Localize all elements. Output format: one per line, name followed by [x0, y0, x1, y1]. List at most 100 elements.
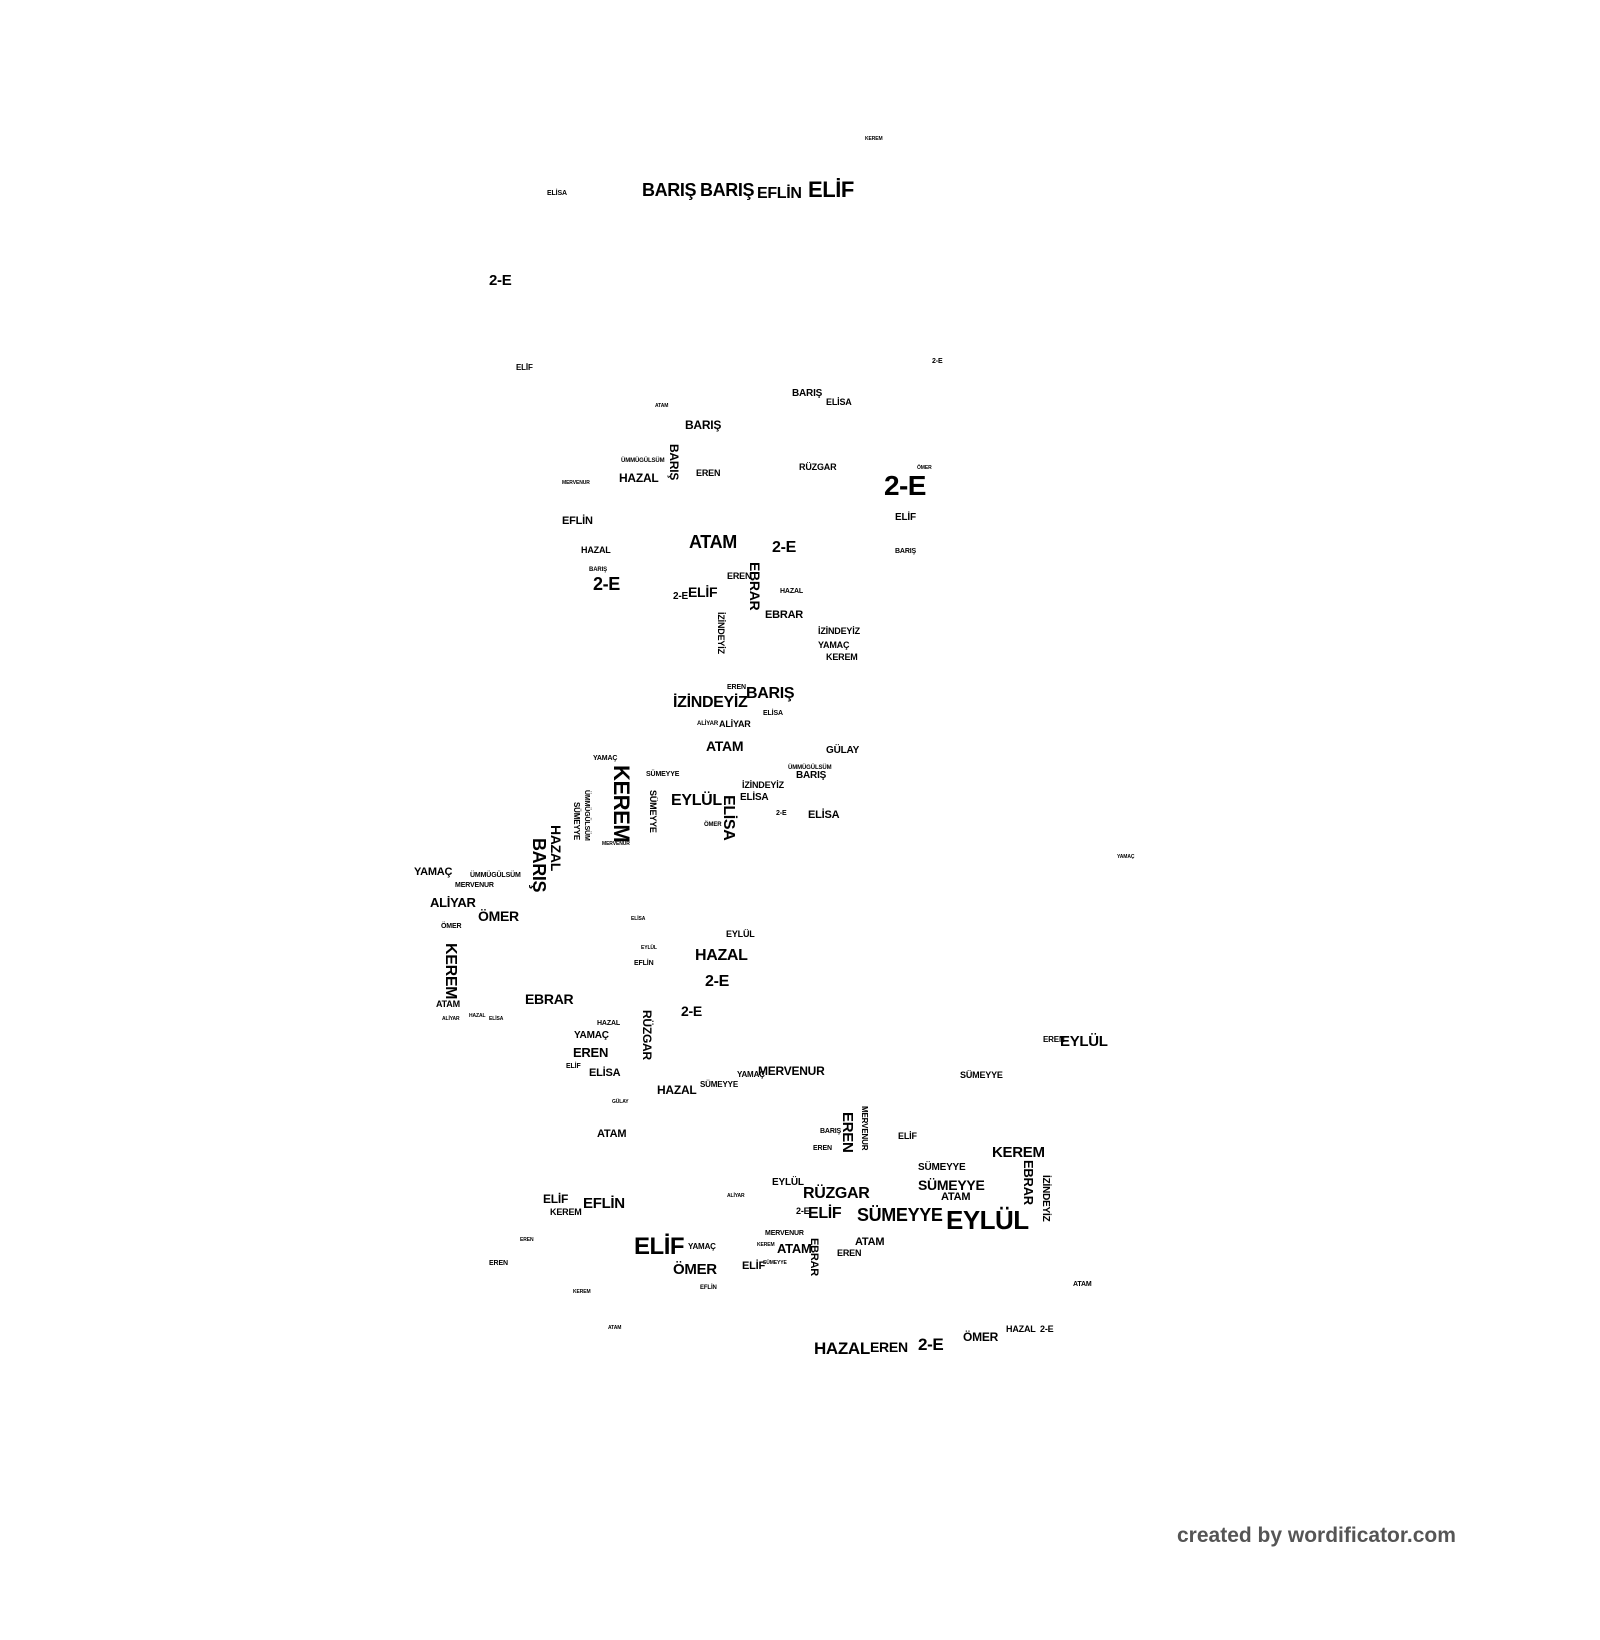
cloud-word: EREN	[813, 1145, 832, 1152]
cloud-word: ELİF	[808, 1205, 842, 1222]
cloud-word: 2-E	[796, 1206, 810, 1216]
cloud-word: 2-E	[705, 973, 729, 990]
cloud-word: İZİNDEYİZ	[1040, 1175, 1051, 1222]
cloud-word: GÜLAY	[826, 745, 860, 756]
cloud-word: ATAM	[706, 738, 744, 754]
cloud-word: ELİF	[742, 1260, 765, 1272]
cloud-word: BARIŞ	[792, 388, 823, 399]
cloud-word: MERVENUR	[602, 841, 630, 847]
cloud-word: HAZAL	[581, 545, 611, 555]
cloud-word: ÖMER	[673, 1261, 717, 1278]
cloud-word: ELİF	[543, 1192, 569, 1206]
cloud-word: BARIŞ	[700, 180, 755, 200]
cloud-word: 2-E	[489, 272, 512, 289]
cloud-word: EREN	[727, 571, 752, 581]
cloud-word: RÜZGAR	[799, 462, 837, 472]
cloud-word: ELİSA	[826, 397, 852, 407]
cloud-word: KEREM	[992, 1144, 1045, 1161]
cloud-word: KEREM	[609, 765, 634, 843]
cloud-word: EBRAR	[1021, 1160, 1036, 1205]
cloud-word: BARIŞ	[820, 1128, 842, 1135]
cloud-word: HAZAL	[548, 825, 564, 872]
cloud-word: MERVENUR	[860, 1106, 869, 1151]
cloud-word: YAMAÇ	[574, 1030, 609, 1041]
cloud-word: EREN	[839, 1112, 856, 1153]
cloud-word: EBRAR	[808, 1238, 820, 1277]
cloud-word: BARIŞ	[642, 180, 697, 200]
cloud-word: 2-E	[884, 470, 926, 501]
cloud-word: EYLÜL	[1060, 1033, 1108, 1050]
cloud-word: SÜMEYYE	[572, 802, 581, 841]
cloud-word: SÜMEYYE	[763, 1260, 787, 1266]
cloud-word: HAZAL	[695, 947, 748, 964]
cloud-word: EYLÜL	[671, 792, 722, 809]
cloud-word: ELİF	[566, 1063, 581, 1070]
cloud-word: SÜMEYYE	[648, 790, 658, 833]
cloud-word: 2-E	[918, 1335, 944, 1354]
cloud-word: İZİNDEYİZ	[673, 694, 748, 711]
cloud-word: HAZAL	[469, 1013, 486, 1019]
cloud-word: RÜZGAR	[803, 1185, 870, 1202]
cloud-word: EYLÜL	[641, 945, 657, 951]
cloud-word: ATAM	[941, 1191, 971, 1203]
cloud-word: HAZAL	[780, 588, 804, 595]
cloud-word: ELİSA	[763, 710, 783, 717]
cloud-word: 2-E	[776, 810, 787, 817]
cloud-word: BARIŞ	[746, 685, 795, 702]
cloud-word: KEREM	[826, 652, 858, 662]
cloud-word: EFLİN	[757, 185, 802, 202]
cloud-word: ELİF	[808, 177, 854, 202]
cloud-word: ELİF	[688, 584, 718, 600]
cloud-word: EBRAR	[765, 609, 804, 621]
cloud-word: ATAM	[1073, 1281, 1092, 1288]
cloud-word: MERVENUR	[562, 480, 590, 486]
cloud-word: EFLİN	[700, 1285, 717, 1291]
cloud-word: KEREM	[442, 943, 459, 1000]
cloud-word: ELİF	[516, 363, 533, 372]
cloud-word: YAMAÇ	[414, 866, 453, 878]
cloud-word: EREN	[837, 1248, 862, 1258]
cloud-word: ELİSA	[489, 1016, 504, 1022]
cloud-word: 2-E	[772, 539, 796, 556]
cloud-word: İZİNDEYİZ	[742, 780, 784, 790]
cloud-word: İZİNDEYİZ	[818, 626, 860, 636]
cloud-word: MERVENUR	[455, 882, 494, 889]
cloud-word: ATAM	[597, 1128, 627, 1140]
cloud-word: ALİYAR	[727, 1193, 745, 1199]
cloud-word: ÜMMÜGÜLSÜM	[470, 872, 521, 879]
cloud-word: 2-E	[932, 358, 943, 365]
cloud-word: İZİNDEYİZ	[716, 612, 726, 654]
cloud-word: EREN	[1043, 1035, 1065, 1044]
cloud-word: ATAM	[655, 403, 669, 409]
cloud-word: HAZAL	[619, 471, 659, 485]
cloud-word: ÜMMÜGÜLSÜM	[621, 458, 665, 464]
cloud-word: EYLÜL	[946, 1205, 1029, 1235]
cloud-word: ALİYAR	[442, 1016, 460, 1022]
cloud-word: EFLİN	[634, 960, 654, 967]
cloud-word: EREN	[520, 1237, 534, 1243]
cloud-word: YAMAÇ	[688, 1242, 716, 1251]
cloud-word: KEREM	[865, 136, 883, 142]
cloud-word: BARIŞ	[529, 838, 549, 893]
cloud-word: 2-E	[673, 591, 688, 602]
cloud-word: ÜMMÜGÜLSÜM	[583, 790, 590, 841]
cloud-word: HAZAL	[814, 1339, 870, 1358]
cloud-word: ATAM	[777, 1241, 812, 1256]
cloud-word: EREN	[489, 1260, 508, 1267]
cloud-word: EREN	[573, 1045, 609, 1060]
cloud-word: ELİF	[634, 1233, 685, 1260]
cloud-word: ATAM	[689, 532, 737, 552]
cloud-word: YAMAÇ	[593, 755, 618, 762]
cloud-word: SÜMEYYE	[700, 1080, 739, 1089]
cloud-word: ELİF	[895, 512, 916, 523]
cloud-word: 2-E	[1040, 1324, 1054, 1334]
cloud-word: SÜMEYYE	[646, 771, 680, 778]
cloud-word: ÖMER	[704, 822, 722, 828]
cloud-word: KEREM	[757, 1242, 775, 1248]
cloud-word: MERVENUR	[765, 1230, 804, 1237]
cloud-word: HAZAL	[657, 1083, 697, 1097]
cloud-word: EBRAR	[747, 562, 763, 611]
cloud-word: ÖMER	[441, 923, 462, 930]
cloud-word: ATAM	[855, 1236, 885, 1248]
